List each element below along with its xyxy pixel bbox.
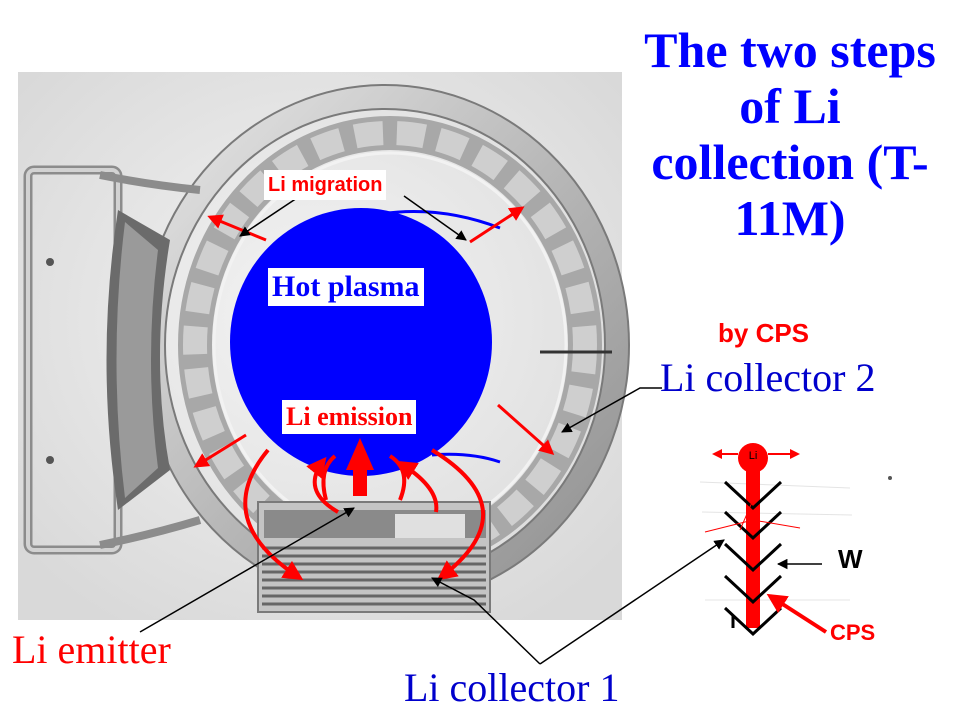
pointer-lines: [139, 195, 822, 665]
hot-plasma-label: Hot plasma: [268, 268, 424, 306]
cps-label: CPS: [830, 620, 876, 645]
blue-trail-top: [379, 210, 501, 230]
emission-loops: [243, 448, 485, 581]
left-bracket: [23, 165, 202, 555]
li-collector-2-label: Li collector 2: [660, 355, 876, 400]
li-emission-label: Li emission: [282, 400, 417, 434]
li-emitter-label: Li emitter: [12, 627, 171, 672]
li-collector-1-label: Li collector 1: [404, 665, 620, 710]
subtitle: by CPS: [718, 318, 810, 348]
cps-inset: [699, 443, 892, 637]
li-migration-label: Li migration: [264, 170, 387, 200]
li-emitter-device: [257, 501, 491, 613]
title: The two steps of Li collection (T-11M): [644, 22, 936, 246]
w-label: W: [838, 544, 863, 574]
hot-plasma-disc: [230, 208, 492, 476]
migration-arrows: [193, 206, 555, 468]
li-ball-label: Li: [748, 450, 758, 462]
central-emission-arrow: [346, 438, 374, 496]
